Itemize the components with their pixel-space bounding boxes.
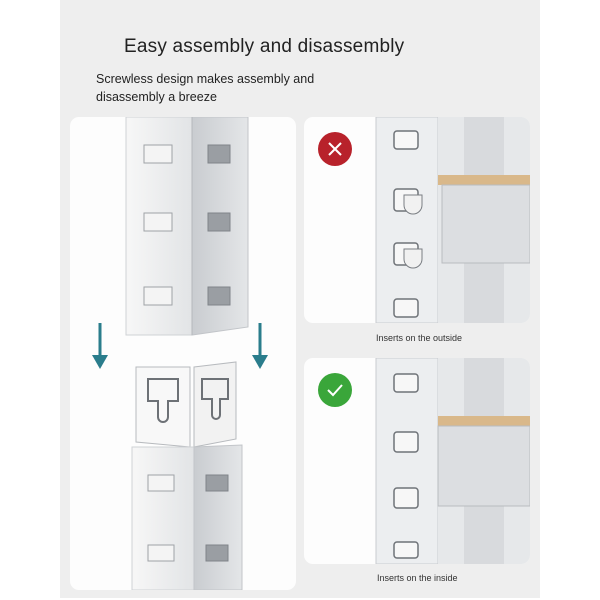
check-icon <box>318 373 352 407</box>
inside-insert-illustration <box>375 358 530 564</box>
upright-post-illustration <box>92 117 268 590</box>
arrow-down-icon <box>92 323 108 369</box>
inside-insert-panel <box>304 358 530 564</box>
outside-insert-caption: Inserts on the outside <box>376 333 463 343</box>
arrow-down-icon <box>252 323 268 369</box>
page-title: Easy assembly and disassembly <box>124 36 405 57</box>
cross-icon <box>318 132 352 166</box>
assembly-illustration-panel <box>70 117 296 590</box>
outside-insert-illustration <box>375 117 530 323</box>
inside-insert-caption: Inserts on the inside <box>377 573 458 583</box>
page-subtitle: Screwless design makes assembly and disa… <box>96 72 315 104</box>
